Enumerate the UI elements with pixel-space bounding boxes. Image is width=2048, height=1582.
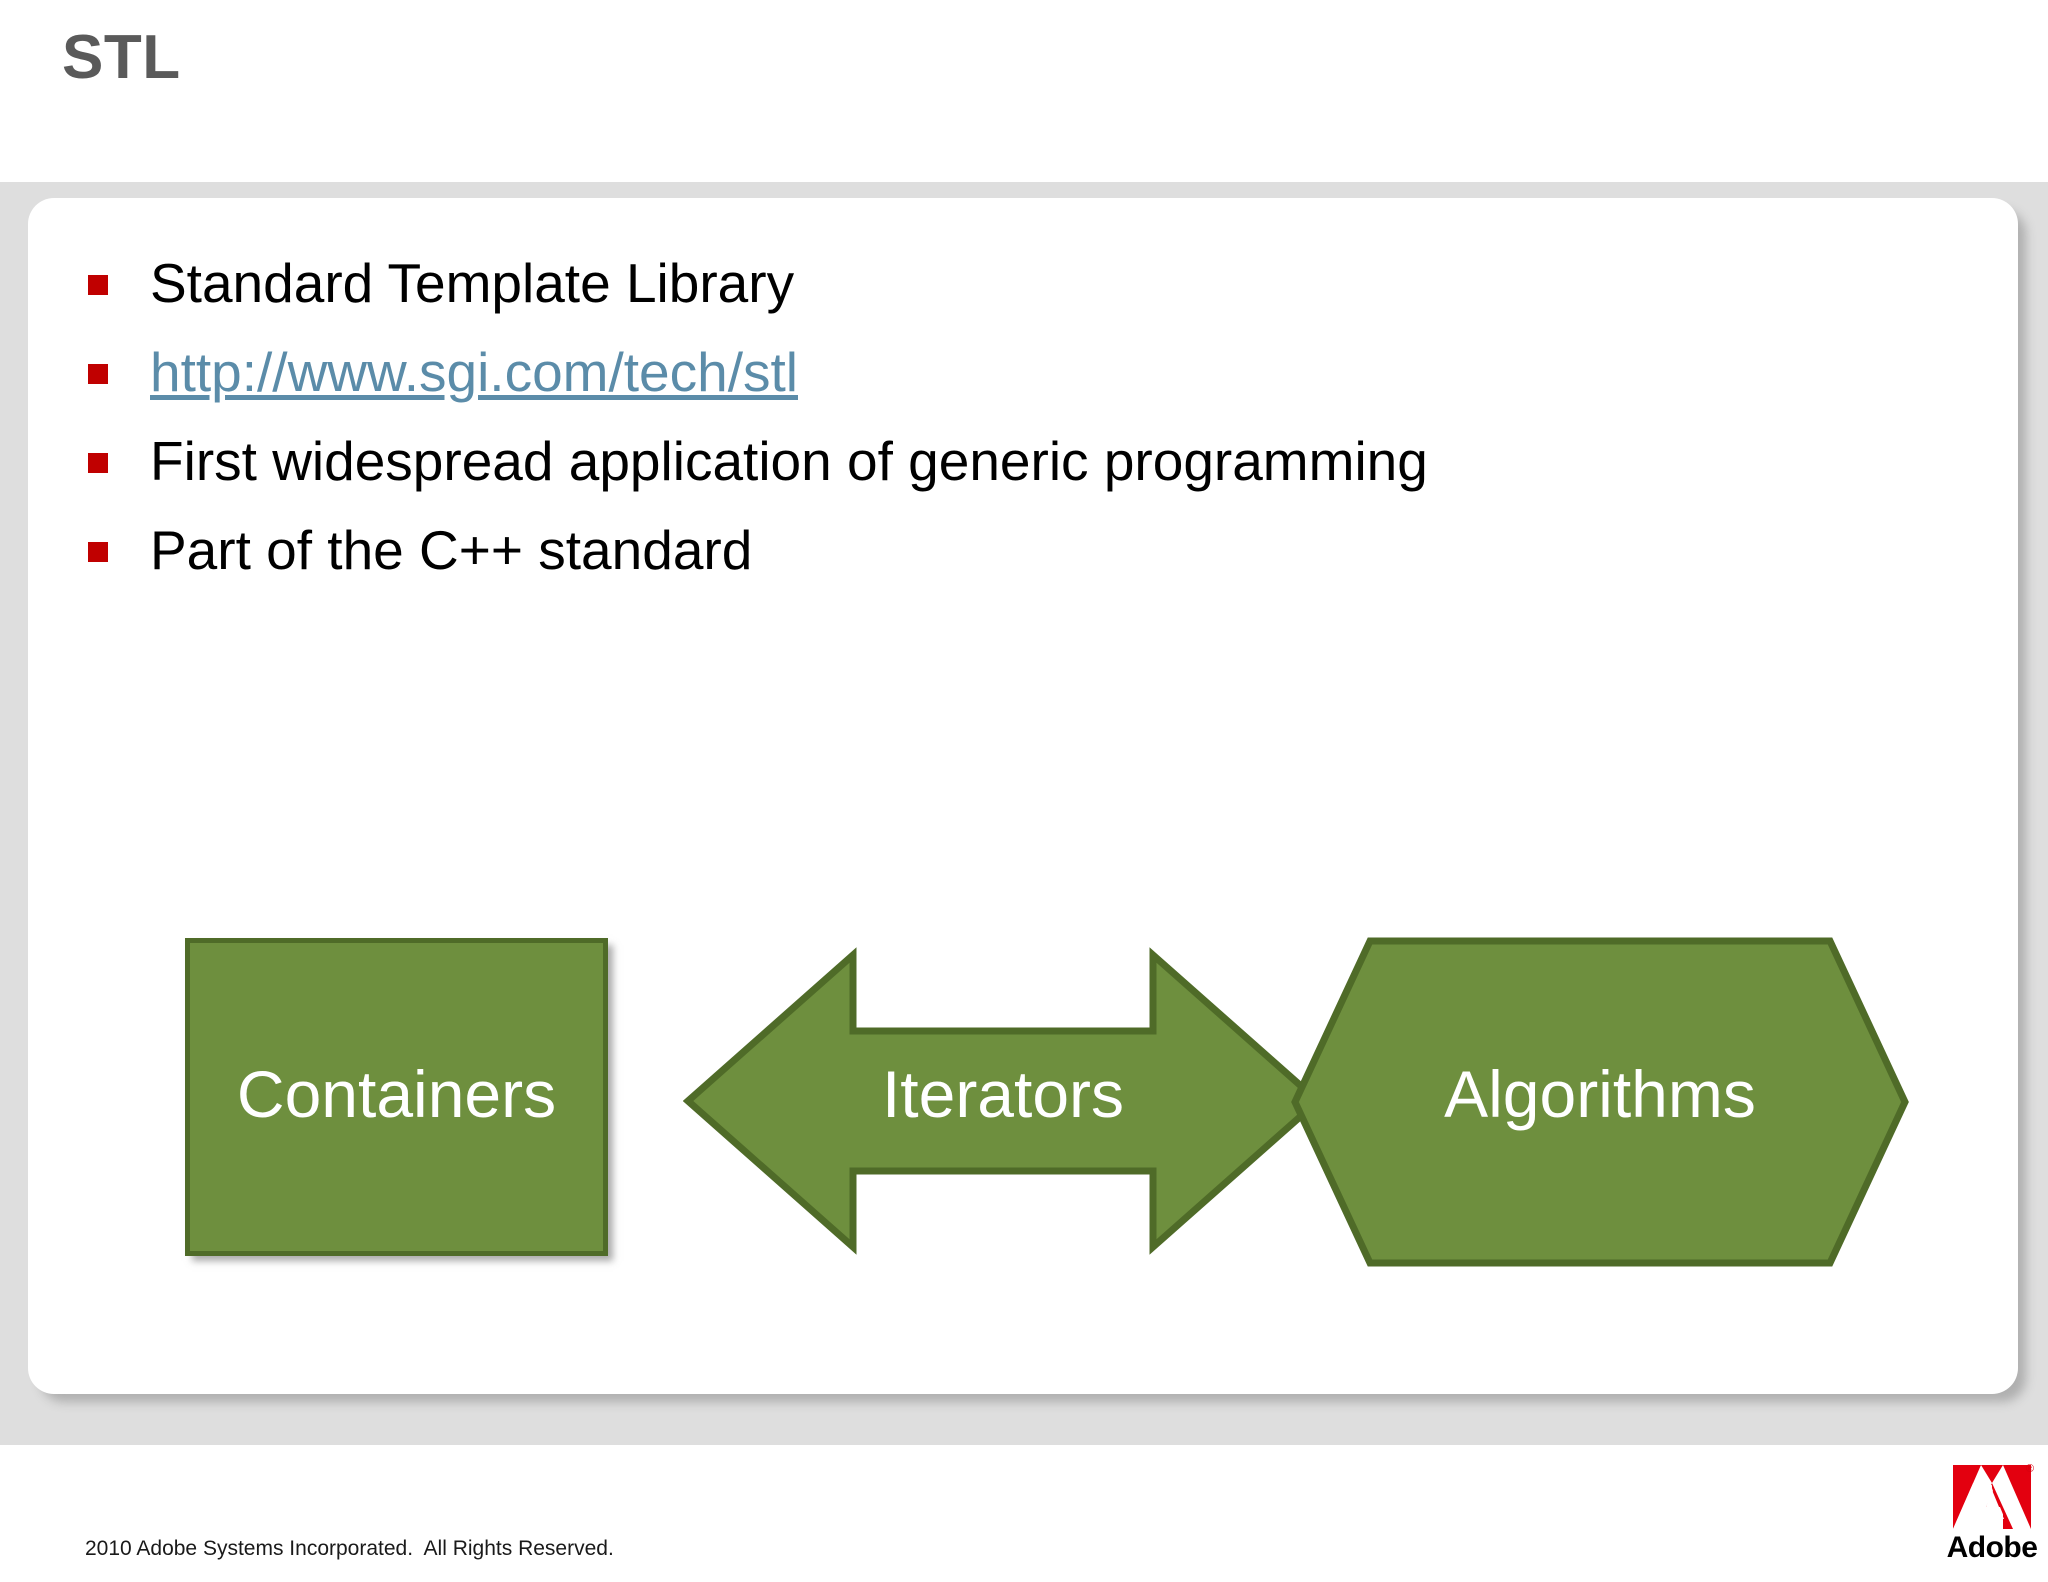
adobe-a-mark-icon: ®: [1951, 1463, 2034, 1531]
list-item: First widespread application of generic …: [88, 431, 1968, 491]
adobe-logo: ® Adobe: [1944, 1463, 2040, 1571]
adobe-wordmark: Adobe: [1946, 1531, 2038, 1564]
page-title: STL: [62, 23, 181, 92]
footer-copyright: 2010 Adobe Systems Incorporated. All Rig…: [85, 1537, 614, 1560]
list-item: Standard Template Library: [88, 253, 1968, 313]
containers-label: Containers: [236, 1057, 557, 1131]
algorithms-label: Algorithms: [1444, 1057, 1756, 1131]
square-bullet-icon: [88, 275, 108, 295]
square-bullet-icon: [88, 542, 108, 562]
content-card: Standard Template Library http://www.sgi…: [28, 198, 2018, 1394]
algorithms-hexagon-shape: [1291, 937, 1909, 1267]
containers-rectangle-shape: [185, 938, 608, 1256]
iterators-label: Iterators: [881, 1057, 1125, 1131]
bullet-text-standard-template-library: Standard Template Library: [150, 252, 795, 314]
bullet-text-cpp-standard: Part of the C++ standard: [150, 519, 753, 581]
list-item: Part of the C++ standard: [88, 520, 1968, 580]
bullet-link-sgi-stl[interactable]: http://www.sgi.com/tech/stl: [150, 341, 798, 403]
stl-architecture-diagram: Containers Iterators Algorithms: [28, 918, 2018, 1278]
square-bullet-icon: [88, 453, 108, 473]
bullet-text-generic-programming: First widespread application of generic …: [150, 430, 1428, 492]
bullet-list: Standard Template Library http://www.sgi…: [88, 253, 1968, 609]
list-item: http://www.sgi.com/tech/stl: [88, 342, 1968, 402]
square-bullet-icon: [88, 364, 108, 384]
registered-trademark-symbol: ®: [2025, 1463, 2034, 1475]
